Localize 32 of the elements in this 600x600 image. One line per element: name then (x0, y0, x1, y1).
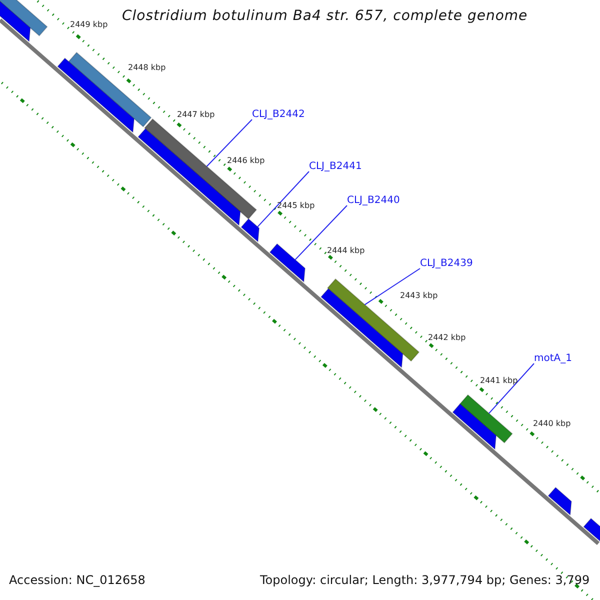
gene-label: motA_1 (534, 353, 572, 364)
accession-text: Accession: NC_012658 (9, 574, 146, 588)
gene-feature (240, 218, 260, 243)
scale-label: 2447 kbp (177, 110, 215, 120)
gene-feature (548, 486, 572, 516)
gene-label: CLJ_B2439 (420, 258, 473, 270)
leader-line (206, 119, 252, 167)
leader-line (364, 268, 420, 306)
gene-feature (326, 278, 420, 362)
gene-feature (459, 394, 513, 444)
scale-label: 2446 kbp (227, 156, 265, 166)
leader-line (257, 171, 310, 228)
gene-feature (269, 243, 306, 283)
gene-label: CLJ_B2440 (347, 195, 400, 206)
gene-label: CLJ_B2442 (252, 109, 305, 120)
scale-label: 2441 kbp (480, 376, 518, 386)
leader-line (488, 363, 534, 414)
scale-label: 2448 kbp (128, 63, 166, 72)
scale-label: 2445 kbp (277, 201, 315, 210)
scale-label: 2442 kbp (428, 333, 466, 342)
gene-feature (0, 0, 31, 42)
gene-label: CLJ_B2441 (309, 161, 362, 172)
gene-feature (452, 403, 497, 450)
scale-label: 2440 kbp (533, 419, 571, 428)
scale-label: 2449 kbp (70, 20, 108, 30)
leader-line (294, 205, 348, 260)
gene-feature (0, 0, 48, 36)
title: Clostridium botulinum Ba4 str. 657, complete genome (122, 8, 528, 24)
gene-feature (68, 52, 152, 128)
scale-label: 2443 kbp (400, 291, 438, 300)
genome-info-text: Topology: circular; Length: 3,977,794 bp; Genes: 3,799 (260, 574, 590, 588)
scale-label: 2444 kbp (327, 246, 365, 256)
